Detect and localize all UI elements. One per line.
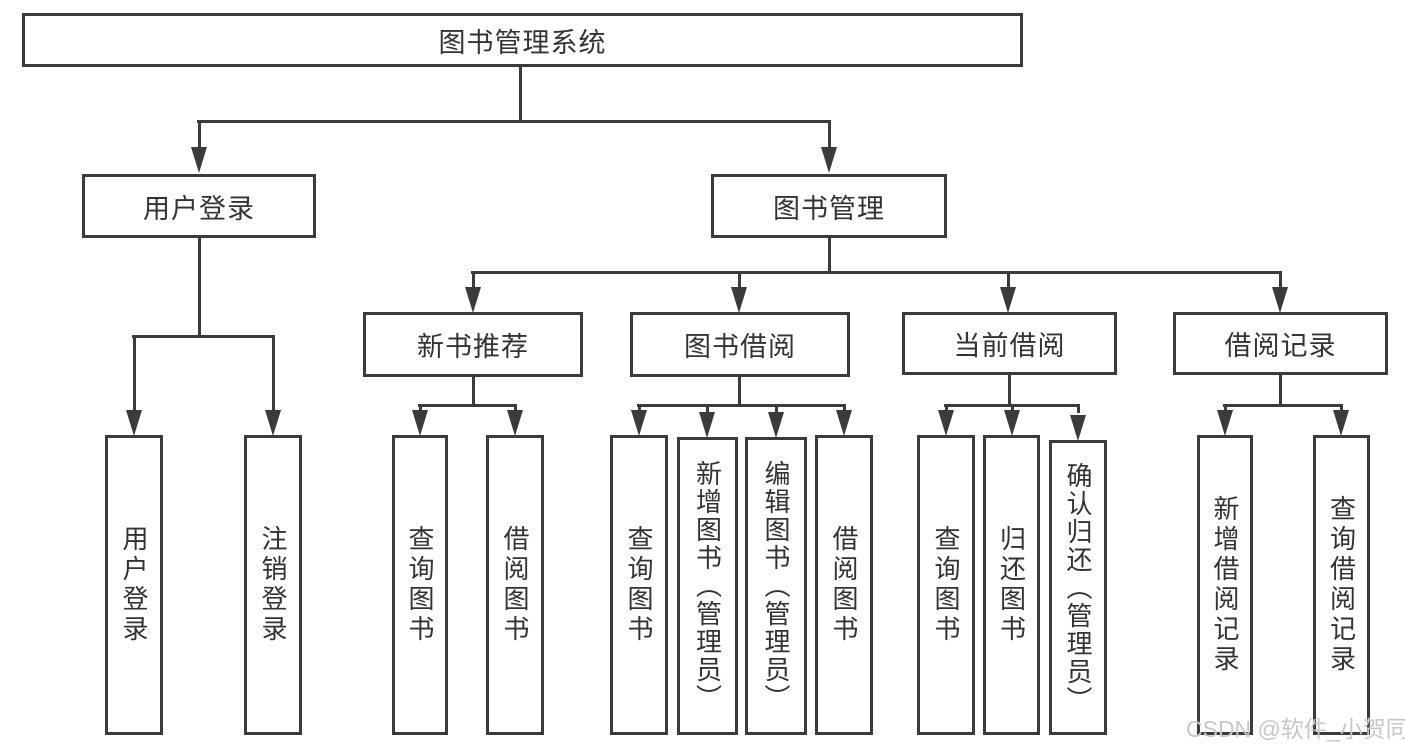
connector-nbr-bar (418, 404, 517, 407)
connector-drop-nbr (472, 271, 475, 288)
arrow-down-icon (507, 410, 523, 436)
leaf-bb-borrow-books: 借阅图书 (815, 435, 873, 735)
leaf-cb-confirm-return-admin: 确认归还（管理员） (1049, 440, 1107, 735)
connector-br-drop1 (1224, 404, 1227, 413)
connector-cb-drop2 (1011, 404, 1014, 413)
leaf-bb-edit-books-admin: 编辑图书（管理员） (745, 437, 807, 735)
connector-ul-drop2 (272, 335, 275, 411)
connector-br-trunk (1279, 375, 1282, 407)
arrow-down-icon (768, 412, 784, 438)
node-user-login: 用户登录 (82, 174, 316, 238)
connector-cb-trunk (1008, 375, 1011, 407)
connector-drop-bb (738, 271, 741, 288)
arrow-down-icon (1070, 415, 1086, 441)
arrow-down-icon (412, 410, 428, 436)
connector-bb-trunk (738, 377, 741, 407)
arrow-down-icon (265, 410, 281, 436)
leaf-nbr-borrow-books: 借阅图书 (486, 435, 544, 735)
node-book-management: 图书管理 (711, 174, 947, 238)
connector-bm-bar (471, 271, 1282, 274)
node-borrow-records: 借阅记录 (1173, 312, 1388, 375)
arrow-down-icon (1333, 410, 1349, 436)
arrow-down-icon (631, 410, 647, 436)
leaf-bb-add-books-admin: 新增图书（管理员） (677, 437, 738, 735)
connector-drop-br (1279, 271, 1282, 288)
connector-root-trunk (519, 67, 522, 123)
connector-bb-drop2 (706, 404, 709, 413)
arrow-down-icon (699, 412, 715, 438)
node-new-book-recommend: 新书推荐 (363, 312, 583, 377)
leaf-br-add-record: 新增借阅记录 (1197, 435, 1253, 735)
connector-bb-drop1 (638, 404, 641, 413)
leaf-cb-query-books: 查询图书 (917, 435, 975, 735)
leaf-user-login: 用户登录 (105, 435, 163, 735)
connector-drop-book-mgmt (828, 120, 831, 148)
leaf-bb-query-books: 查询图书 (610, 435, 668, 735)
node-root-library-system: 图书管理系统 (22, 13, 1023, 67)
connector-br-bar (1223, 404, 1343, 407)
arrow-down-icon (836, 410, 852, 436)
connector-drop-cb (1007, 271, 1010, 288)
connector-root-bar (197, 120, 831, 123)
connector-nbr-trunk (472, 377, 475, 407)
connector-ul-drop1 (133, 335, 136, 411)
connector-ul-trunk (198, 238, 201, 338)
connector-bb-bar (637, 404, 846, 407)
connector-nbr-drop1 (419, 404, 422, 413)
arrow-down-icon (1217, 410, 1233, 436)
connector-bm-trunk (828, 238, 831, 274)
arrow-down-icon (1272, 287, 1288, 313)
node-current-borrow: 当前借阅 (902, 312, 1117, 375)
arrow-down-icon (126, 410, 142, 436)
csdn-watermark: CSDN @软件_小贺同学 (1186, 716, 1405, 742)
connector-drop-user-login (198, 120, 201, 148)
leaf-br-query-record: 查询借阅记录 (1313, 435, 1370, 735)
connector-bb-drop4 (843, 404, 846, 413)
arrow-down-icon (938, 410, 954, 436)
arrow-down-icon (731, 287, 747, 313)
leaf-cb-return-books: 归还图书 (983, 435, 1040, 735)
connector-br-drop2 (1340, 404, 1343, 413)
connector-bb-drop3 (775, 404, 778, 413)
connector-cb-drop3 (1077, 404, 1080, 413)
leaf-logout: 注销登录 (244, 435, 302, 735)
arrow-down-icon (465, 287, 481, 313)
arrow-down-icon (191, 147, 207, 173)
arrow-down-icon (1000, 287, 1016, 313)
leaf-nbr-query-books: 查询图书 (392, 435, 448, 735)
connector-ul-bar (132, 335, 275, 338)
node-book-borrow: 图书借阅 (630, 312, 850, 377)
arrow-down-icon (821, 147, 837, 173)
arrow-down-icon (1004, 410, 1020, 436)
connector-cb-drop1 (945, 404, 948, 413)
connector-nbr-drop2 (514, 404, 517, 413)
